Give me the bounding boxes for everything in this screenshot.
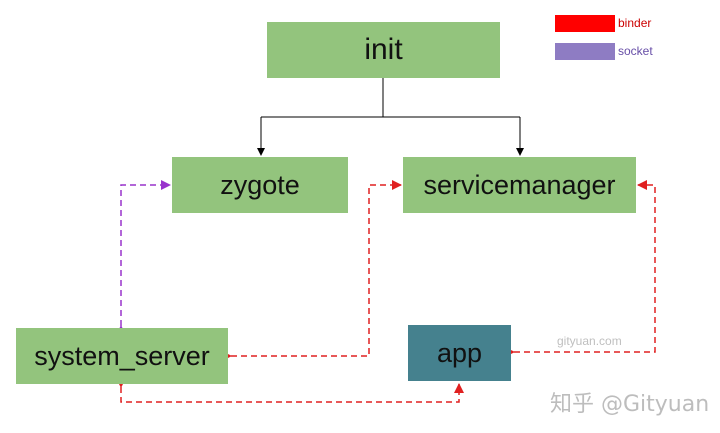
- socket-edge-system-server-zygote: [116, 180, 171, 335]
- node-system-server-label: system_server: [34, 340, 210, 371]
- legend-binder-swatch: [555, 15, 615, 32]
- node-servicemanager-label: servicemanager: [423, 169, 616, 200]
- node-servicemanager: servicemanager: [403, 157, 636, 213]
- legend-socket-label: socket: [618, 44, 653, 58]
- watermark-handle: 知乎 @Gityuan: [550, 392, 710, 417]
- node-zygote-label: zygote: [220, 169, 300, 200]
- init-tree-edges: [257, 78, 524, 156]
- binder-edge-system-server-app: [116, 378, 464, 403]
- node-zygote: zygote: [172, 157, 348, 213]
- binder-edge-app-servicemanager: [505, 180, 656, 357]
- node-app: app: [408, 325, 511, 381]
- legend-socket-swatch: [555, 43, 615, 60]
- node-app-label: app: [436, 337, 483, 368]
- binder-edge-system-server-servicemanager: [222, 180, 402, 361]
- watermark-site: gityuan.com: [557, 334, 622, 348]
- node-system-server: system_server: [16, 328, 228, 384]
- node-init: init: [267, 22, 500, 78]
- node-init-label: init: [364, 33, 403, 66]
- legend-binder-label: binder: [618, 16, 652, 30]
